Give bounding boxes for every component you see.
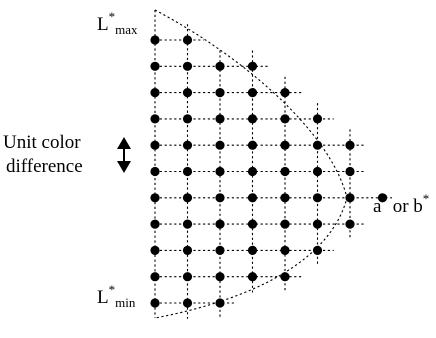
- grid-point: [150, 35, 160, 45]
- grid-point: [150, 298, 160, 308]
- grid-point: [215, 245, 225, 255]
- unit-color-label-line2: difference: [6, 156, 83, 177]
- grid-point: [215, 193, 225, 203]
- grid-point: [280, 114, 290, 124]
- grid-point: [280, 88, 290, 98]
- grid-point: [312, 114, 323, 124]
- gamut-boundary: [154, 9, 348, 319]
- grid-point: [182, 219, 193, 229]
- grid-point: [215, 166, 225, 177]
- grid-point: [150, 114, 160, 124]
- grid-point: [280, 193, 290, 203]
- grid-point: [150, 193, 160, 203]
- grid-point: [280, 272, 290, 282]
- grid-point: [215, 61, 225, 71]
- grid-point: [312, 219, 323, 229]
- grid-points: [150, 35, 388, 308]
- grid-point: [182, 35, 193, 45]
- unit-color-label-line1: Unit color: [3, 132, 81, 153]
- grid-point: [345, 193, 355, 203]
- grid-point: [280, 219, 290, 229]
- grid-point: [182, 245, 193, 255]
- grid-point: [247, 61, 258, 71]
- grid-point: [247, 272, 258, 282]
- grid-point: [312, 245, 323, 255]
- grid-point: [182, 166, 193, 177]
- grid-point: [150, 61, 160, 71]
- grid-point: [247, 166, 258, 177]
- l-min-label: L*min: [97, 282, 136, 310]
- grid-point: [377, 193, 388, 203]
- grid-point: [280, 166, 290, 177]
- grid-point: [345, 219, 355, 229]
- grid-point: [280, 140, 290, 150]
- grid-point: [215, 140, 225, 150]
- grid-point: [215, 88, 225, 98]
- grid-point: [150, 272, 160, 282]
- grid-point: [150, 245, 160, 255]
- grid-point: [182, 272, 193, 282]
- grid-point: [182, 88, 193, 98]
- grid-point: [345, 166, 355, 177]
- grid-point: [247, 193, 258, 203]
- double-arrow-icon: [117, 137, 131, 173]
- grid-point: [312, 193, 323, 203]
- grid-point: [215, 114, 225, 124]
- grid-point: [247, 114, 258, 124]
- grid-point: [150, 166, 160, 177]
- grid-point: [215, 272, 225, 282]
- grid-point: [182, 114, 193, 124]
- grid-point: [312, 140, 323, 150]
- grid-point: [182, 61, 193, 71]
- grid-point: [247, 140, 258, 150]
- grid-point: [215, 219, 225, 229]
- grid-point: [247, 219, 258, 229]
- grid-point: [150, 140, 160, 150]
- grid-point: [247, 88, 258, 98]
- grid-point: [150, 88, 160, 98]
- grid-point: [150, 219, 160, 229]
- grid-point: [345, 140, 355, 150]
- grid-point: [247, 245, 258, 255]
- l-max-label: L*max: [97, 9, 138, 37]
- grid-point: [280, 245, 290, 255]
- grid-lines: [154, 9, 392, 319]
- grid-point: [312, 166, 323, 177]
- grid-point: [182, 140, 193, 150]
- grid-point: [182, 193, 193, 203]
- grid-point: [215, 298, 225, 308]
- grid-point: [182, 298, 193, 308]
